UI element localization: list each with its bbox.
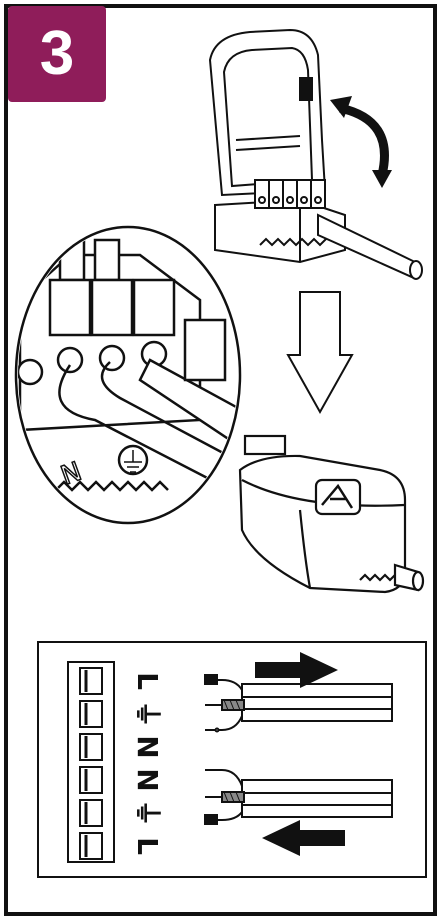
brand-logo-icon bbox=[321, 483, 354, 509]
terminal-label: ⏚ bbox=[131, 700, 164, 728]
terminal-label: N bbox=[131, 735, 164, 758]
right-arrow-icon bbox=[255, 652, 338, 688]
step-badge: 3 bbox=[8, 6, 106, 102]
open-device-illustration bbox=[208, 28, 423, 280]
terminal-label: N bbox=[131, 768, 164, 791]
curved-double-arrow-icon bbox=[330, 96, 392, 188]
terminal-label: ⏚ bbox=[131, 799, 164, 827]
zoomed-terminal-detail: N bbox=[14, 225, 242, 525]
closed-device-illustration bbox=[238, 434, 425, 594]
wiring-diagram: L ⏚ N N ⏚ L bbox=[37, 641, 427, 878]
down-arrow-icon bbox=[286, 291, 354, 415]
left-arrow-icon bbox=[262, 820, 345, 856]
terminal-block bbox=[254, 179, 326, 209]
terminal-labels: L ⏚ N N ⏚ L bbox=[131, 672, 164, 855]
terminal-label: L bbox=[131, 837, 164, 855]
step-number: 3 bbox=[39, 19, 75, 88]
terminal-label: L bbox=[131, 672, 164, 690]
upper-cable bbox=[204, 674, 393, 733]
lower-cable bbox=[204, 769, 393, 825]
terminal-strip bbox=[67, 661, 115, 863]
